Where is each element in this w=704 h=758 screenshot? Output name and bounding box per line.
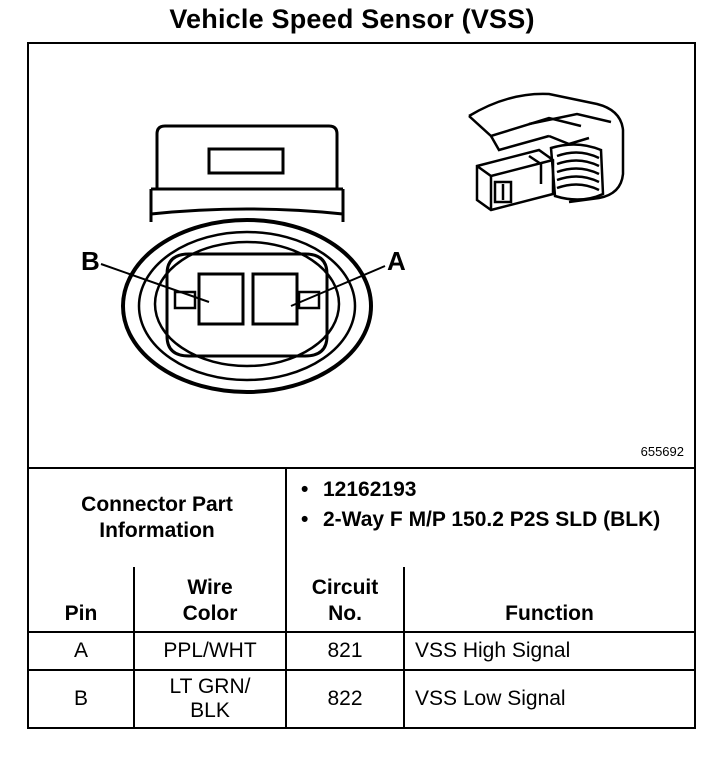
connector-drawing: B A — [81, 92, 625, 394]
connector-info-row: Connector Part Information 12162193 2-Wa… — [29, 467, 694, 567]
circuit-cell: 821 — [285, 631, 405, 671]
pin-cell: B — [29, 669, 135, 727]
connector-part-number: 12162193 — [299, 477, 689, 503]
connector-description: 2-Way F M/P 150.2 P2S SLD (BLK) — [299, 507, 689, 533]
header-function: Function — [403, 567, 694, 633]
connector-face-view — [100, 124, 386, 394]
connector-isometric-view — [468, 92, 625, 212]
pin-table-header: Pin Wire Color Circuit No. Function — [29, 567, 694, 633]
figure-number: 655692 — [640, 444, 684, 459]
header-circuit-no: Circuit No. — [285, 567, 405, 633]
connector-info-label: Connector Part Information — [29, 469, 287, 567]
pin-cell: A — [29, 631, 135, 671]
page-title: Vehicle Speed Sensor (VSS) — [169, 4, 535, 34]
connector-info-list: 12162193 2-Way F M/P 150.2 P2S SLD (BLK) — [299, 477, 689, 537]
circuit-cell: 822 — [285, 669, 405, 727]
function-cell: VSS Low Signal — [403, 669, 694, 727]
table-row: A PPL/WHT 821 VSS High Signal — [29, 631, 694, 671]
wire-color-cell: PPL/WHT — [133, 631, 287, 671]
table-row: B LT GRN/ BLK 822 VSS Low Signal — [29, 669, 694, 727]
pin-table: Pin Wire Color Circuit No. Function A PP… — [29, 567, 694, 727]
wire-color-cell: LT GRN/ BLK — [133, 669, 287, 727]
header-pin: Pin — [29, 567, 135, 633]
header-wire-color: Wire Color — [133, 567, 287, 633]
diagram-frame: B A 655692 Connector Part Informa — [27, 42, 696, 729]
function-cell: VSS High Signal — [403, 631, 694, 671]
pin-b-label: B — [81, 246, 100, 276]
pin-a-label: A — [387, 246, 406, 276]
